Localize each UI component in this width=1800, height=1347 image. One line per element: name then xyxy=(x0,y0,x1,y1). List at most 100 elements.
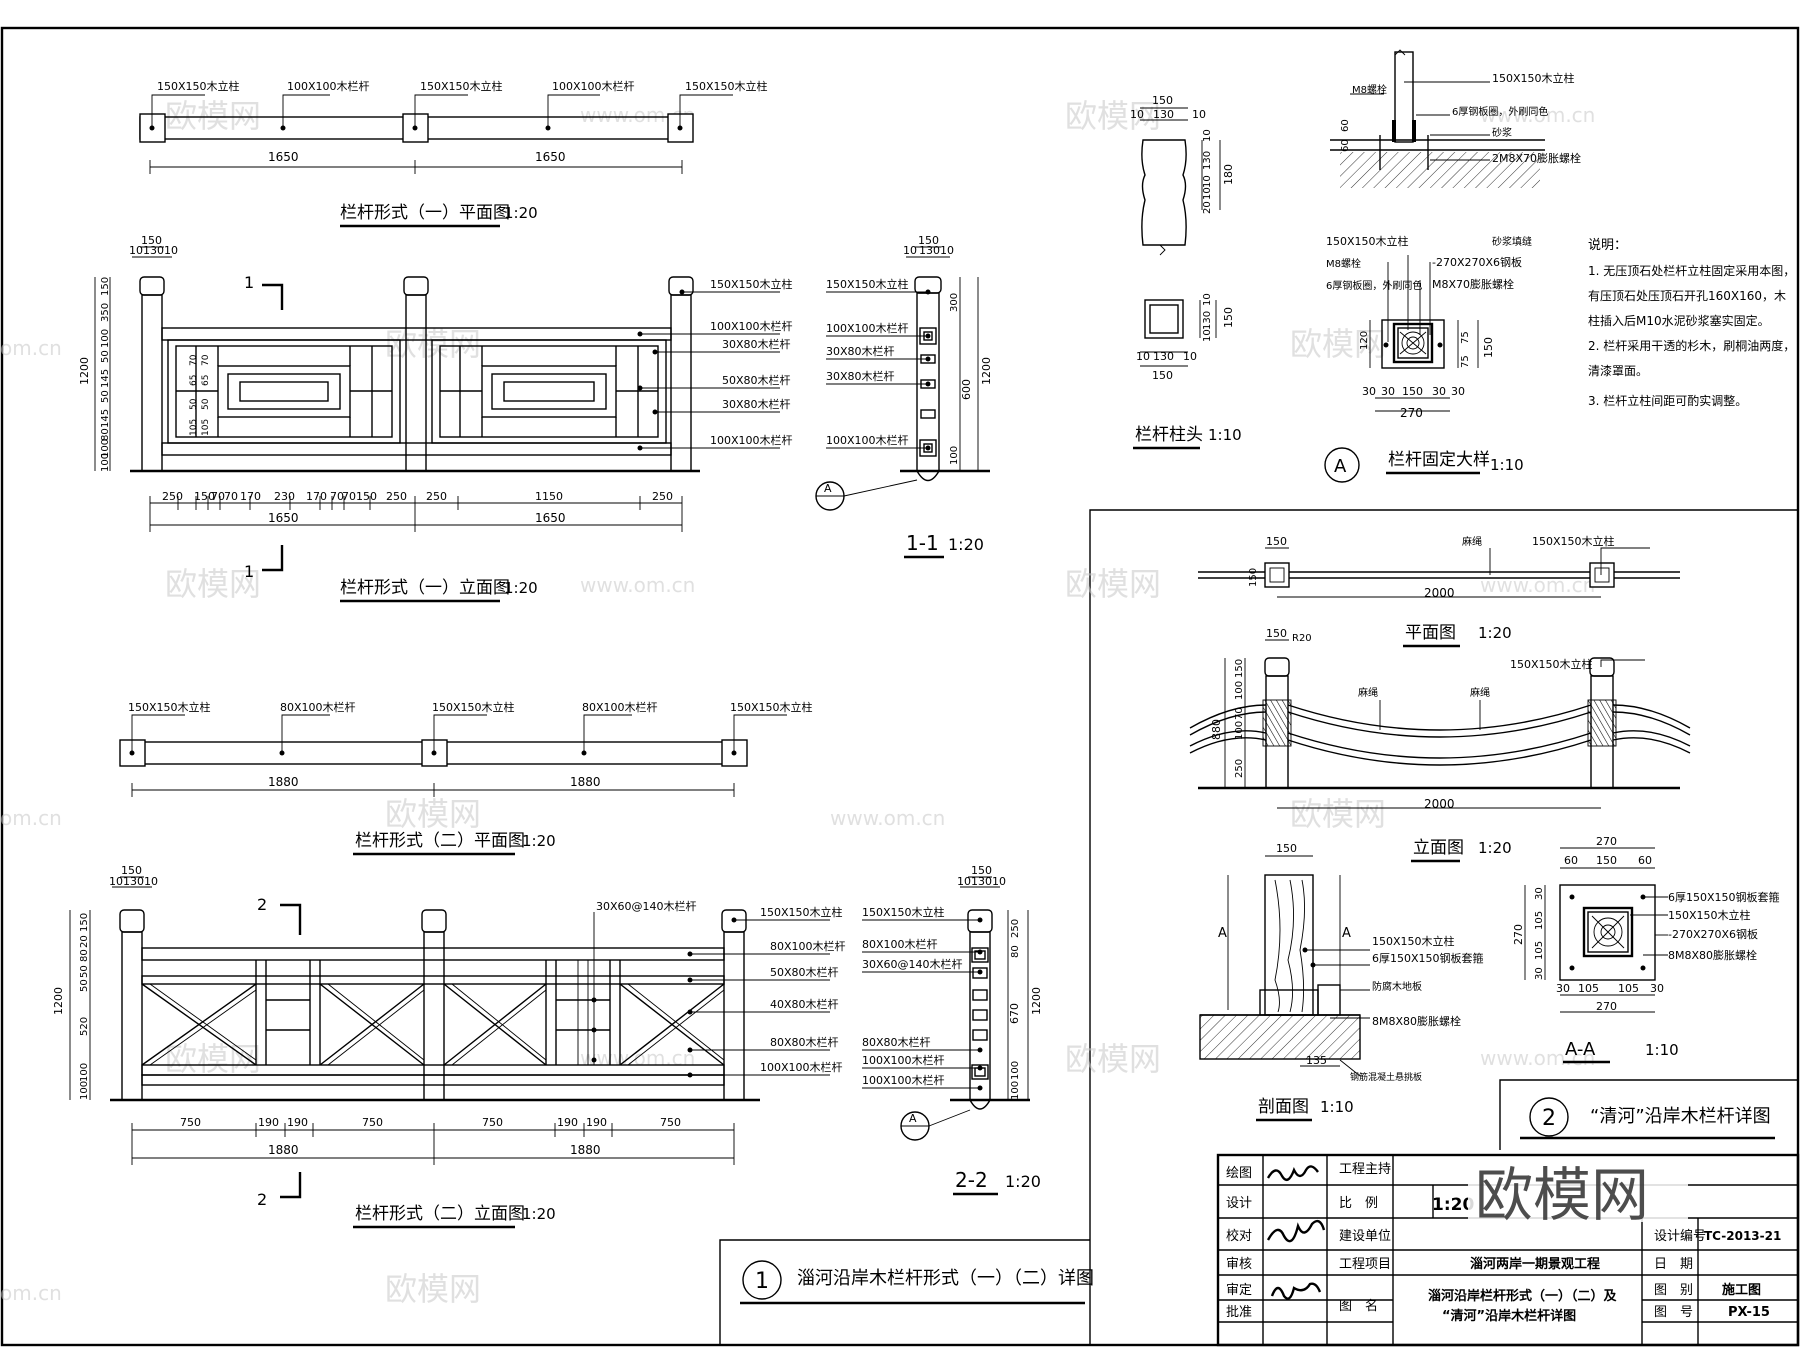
svg-text:80: 80 xyxy=(1010,945,1021,958)
svg-text:150: 150 xyxy=(1276,842,1297,855)
svg-text:150X150木立柱: 150X150木立柱 xyxy=(1668,908,1751,922)
svg-text:2: 2 xyxy=(257,1190,267,1209)
svg-text:8M8X80膨胀螺栓: 8M8X80膨胀螺栓 xyxy=(1668,948,1757,962)
svg-text:1:20: 1:20 xyxy=(1478,624,1512,642)
svg-text:1:10: 1:10 xyxy=(1320,1098,1354,1116)
svg-text:150X150木立柱: 150X150木立柱 xyxy=(730,700,813,714)
signature xyxy=(1270,1282,1322,1300)
svg-text:270: 270 xyxy=(1400,406,1423,420)
svg-text:70: 70 xyxy=(1234,707,1245,720)
section-1-1-labels: 150X150木立柱 100X100木栏杆 30X80木栏杆 30X80木栏杆 … xyxy=(826,277,931,451)
svg-text:130: 130 xyxy=(1202,151,1213,170)
svg-text:150X150木立柱: 150X150木立柱 xyxy=(826,277,909,291)
rope-section-title: 剖面图 xyxy=(1258,1097,1309,1117)
svg-text:105: 105 xyxy=(1618,982,1639,995)
svg-text:50: 50 xyxy=(201,398,211,410)
section-2-2-labels: 150X150木立柱 80X100木栏杆 30X60@140木栏杆 80X80木… xyxy=(862,905,983,1091)
svg-text:2: 2 xyxy=(1542,1106,1556,1131)
railing-1-plan: 150X150木立柱 100X100木栏杆 150X150木立柱 100X100… xyxy=(139,79,768,228)
svg-text:www.om.cn: www.om.cn xyxy=(1480,103,1595,127)
svg-text:10: 10 xyxy=(1202,129,1213,142)
svg-text:100X100木栏杆: 100X100木栏杆 xyxy=(552,79,635,93)
svg-text:30X80木栏杆: 30X80木栏杆 xyxy=(722,397,791,411)
railing-2-elevation: 30X60@140木栏杆 150X150木立柱 80X100木栏杆 50X80木… xyxy=(52,864,846,1229)
svg-text:30: 30 xyxy=(1451,385,1465,398)
svg-text:10: 10 xyxy=(957,875,971,888)
svg-text:10: 10 xyxy=(992,875,1006,888)
rope-railing-plan: 150X150木立柱 麻绳 150 150 2000 平面图 1:20 xyxy=(1198,534,1680,648)
svg-text:绘图: 绘图 xyxy=(1226,1166,1252,1181)
rope-railing-elevation: 麻绳 麻绳 150X150木立柱 150 R20 150 100 70 100 … xyxy=(1189,627,1691,863)
svg-text:150X150木立柱: 150X150木立柱 xyxy=(432,700,515,714)
svg-text:审定: 审定 xyxy=(1226,1283,1252,1298)
svg-text:30X80木栏杆: 30X80木栏杆 xyxy=(722,337,791,351)
svg-text:130: 130 xyxy=(919,244,940,257)
svg-text:150X150木立柱: 150X150木立柱 xyxy=(1372,934,1455,948)
panel-1-label: 1 淄河沿岸木栏杆形式（一）（二）详图 xyxy=(719,1239,1094,1345)
svg-text:1200: 1200 xyxy=(78,357,91,385)
svg-text:2000: 2000 xyxy=(1424,586,1455,600)
svg-text:欧模网: 欧模网 xyxy=(1065,1040,1161,1078)
svg-text:600: 600 xyxy=(960,379,973,400)
svg-text:150X150木立柱: 150X150木立柱 xyxy=(1510,657,1593,671)
svg-text:1650: 1650 xyxy=(268,150,299,164)
svg-text:100X100木栏杆: 100X100木栏杆 xyxy=(862,1053,945,1067)
svg-text:180: 180 xyxy=(1222,164,1235,185)
svg-text:建设单位: 建设单位 xyxy=(1339,1229,1391,1244)
elev-post xyxy=(421,909,447,933)
svg-text:1:20: 1:20 xyxy=(948,535,984,554)
detail-a: 150X150木立柱 M8螺栓 6厚钢板圈，外刷同色 砂浆 2M8X70膨胀螺栓… xyxy=(1324,49,1581,483)
svg-text:1:20: 1:20 xyxy=(522,1205,556,1223)
svg-text:欧模网: 欧模网 xyxy=(1065,565,1161,603)
svg-text:R20: R20 xyxy=(1292,633,1312,644)
svg-text:校对: 校对 xyxy=(1226,1228,1252,1244)
svg-text:1650: 1650 xyxy=(268,511,299,525)
signature xyxy=(1266,1219,1326,1243)
svg-text:60: 60 xyxy=(1564,854,1578,867)
svg-text:欧模网: 欧模网 xyxy=(1065,97,1161,135)
svg-text:30: 30 xyxy=(1432,385,1446,398)
svg-text:130: 130 xyxy=(123,875,144,888)
brand-logo: 欧模网 xyxy=(1475,1161,1649,1229)
svg-text:750: 750 xyxy=(660,1116,681,1129)
svg-text:70: 70 xyxy=(224,490,238,503)
svg-text:10: 10 xyxy=(164,244,178,257)
svg-text:1880: 1880 xyxy=(570,1143,601,1157)
svg-text:750: 750 xyxy=(482,1116,503,1129)
svg-text:3. 栏杆立柱间距可酌实调整。: 3. 栏杆立柱间距可酌实调整。 xyxy=(1588,393,1747,408)
svg-text:150: 150 xyxy=(1234,659,1245,678)
svg-text:10: 10 xyxy=(109,875,123,888)
railing-2-labels: 30X60@140木栏杆 150X150木立柱 80X100木栏杆 50X80木… xyxy=(591,899,846,1078)
rope-elevation-title: 立面图 xyxy=(1413,838,1464,858)
svg-text:1:10: 1:10 xyxy=(1208,426,1242,444)
svg-text:10: 10 xyxy=(940,244,954,257)
svg-text:190: 190 xyxy=(258,1116,279,1129)
svg-text:PX-15: PX-15 xyxy=(1728,1305,1770,1320)
svg-text:-270X270X6钢板: -270X270X6钢板 xyxy=(1668,927,1758,941)
svg-text:150X150木立柱: 150X150木立柱 xyxy=(862,905,945,919)
svg-text:300: 300 xyxy=(949,293,960,312)
svg-text:70: 70 xyxy=(189,354,199,366)
svg-text:30X60@140木栏杆: 30X60@140木栏杆 xyxy=(596,899,697,913)
svg-text:10: 10 xyxy=(1136,350,1150,363)
svg-text:100: 100 xyxy=(100,329,111,348)
svg-text:150X150木立柱: 150X150木立柱 xyxy=(1532,534,1615,548)
svg-text:有压顶石处压顶石开孔160X160，木: 有压顶石处压顶石开孔160X160，木 xyxy=(1588,289,1786,303)
svg-text:1200: 1200 xyxy=(980,357,993,385)
svg-text:100: 100 xyxy=(1010,1081,1021,1100)
svg-text:1: 1 xyxy=(244,273,254,292)
svg-text:1880: 1880 xyxy=(268,775,299,789)
svg-text:65: 65 xyxy=(201,375,211,386)
svg-text:150X150木立柱: 150X150木立柱 xyxy=(420,79,503,93)
svg-text:M8X70膨胀螺栓: M8X70膨胀螺栓 xyxy=(1432,277,1514,291)
rope-plan-title: 平面图 xyxy=(1405,623,1456,643)
svg-text:60: 60 xyxy=(1340,139,1351,152)
svg-text:-270X270X6钢板: -270X270X6钢板 xyxy=(1432,255,1522,269)
svg-text:图 号: 图 号 xyxy=(1654,1305,1693,1320)
svg-text:30: 30 xyxy=(1650,982,1664,995)
svg-text:淄河沿岸木栏杆形式（一）（二）详图: 淄河沿岸木栏杆形式（一）（二）详图 xyxy=(797,1268,1094,1289)
svg-text:1:10: 1:10 xyxy=(1490,456,1524,474)
svg-text:30: 30 xyxy=(1534,967,1545,980)
post-head-title: 栏杆柱头 xyxy=(1135,425,1203,445)
svg-text:150: 150 xyxy=(1482,337,1495,358)
